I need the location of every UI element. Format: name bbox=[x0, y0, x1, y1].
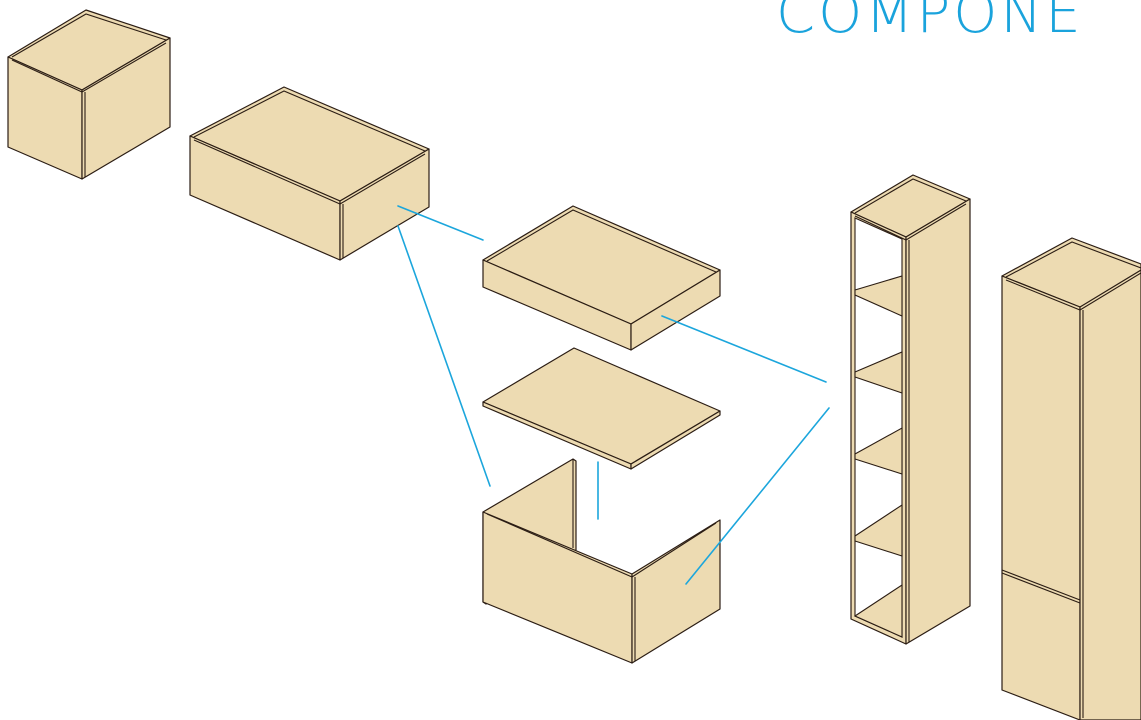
open-shelf-tower bbox=[850, 174, 971, 645]
wall-cube-cabinet bbox=[7, 9, 171, 180]
page-title: COMPONE bbox=[776, 0, 1084, 46]
connector-cabinet-to-drawer bbox=[397, 205, 484, 241]
drawer-box bbox=[482, 205, 721, 351]
connector-base-to-tower bbox=[685, 407, 830, 585]
tall-closed-cabinet bbox=[1001, 237, 1141, 720]
wide-drawer-cabinet bbox=[189, 86, 430, 261]
shelf-stack bbox=[853, 275, 903, 638]
connector-cabinet-to-base bbox=[397, 225, 491, 487]
base-frame bbox=[482, 458, 721, 664]
top-board bbox=[482, 347, 721, 470]
connector-drawer-to-tower bbox=[661, 315, 827, 383]
connector-lines bbox=[397, 205, 830, 585]
